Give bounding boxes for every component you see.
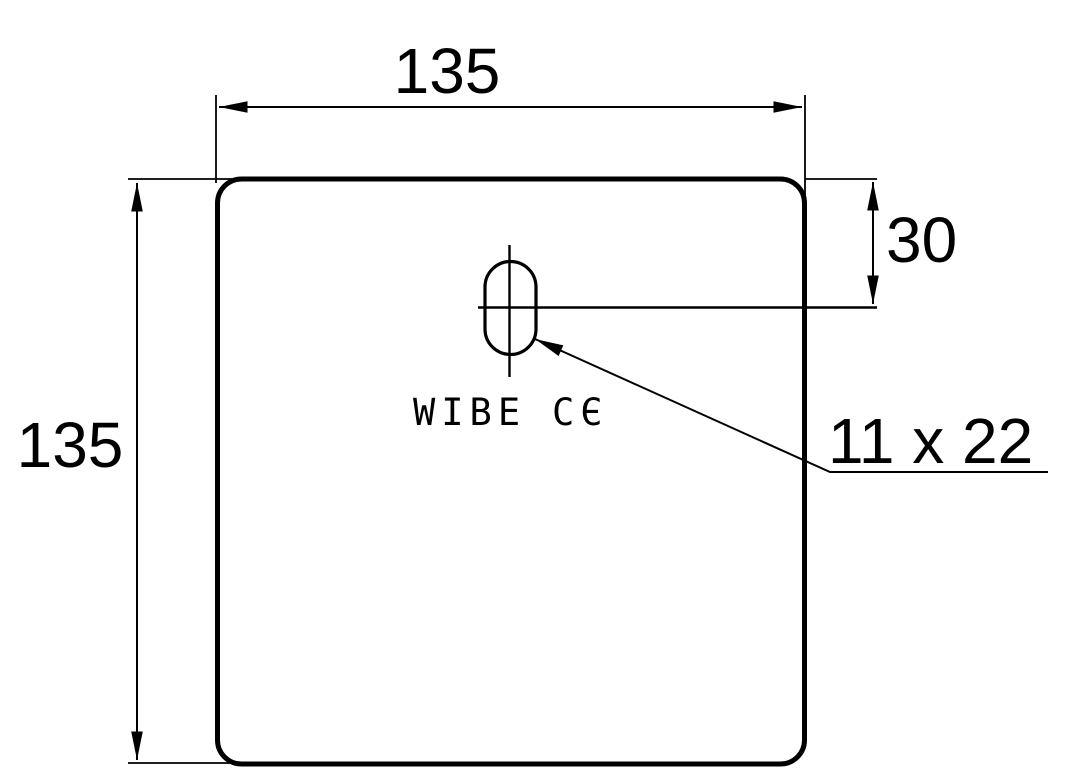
ce-mark-label: CЄ bbox=[552, 391, 609, 434]
plate-outline bbox=[215, 176, 807, 767]
offset-dim-label: 30 bbox=[886, 204, 957, 276]
slot-size-label: 11 x 22 bbox=[828, 405, 1033, 477]
brand-label: WIBE bbox=[413, 391, 526, 434]
width-dim-label: 135 bbox=[394, 35, 501, 107]
mounting-slot bbox=[483, 259, 538, 357]
slot-leader-line bbox=[534, 338, 1048, 473]
height-dim-label: 135 bbox=[17, 409, 124, 481]
